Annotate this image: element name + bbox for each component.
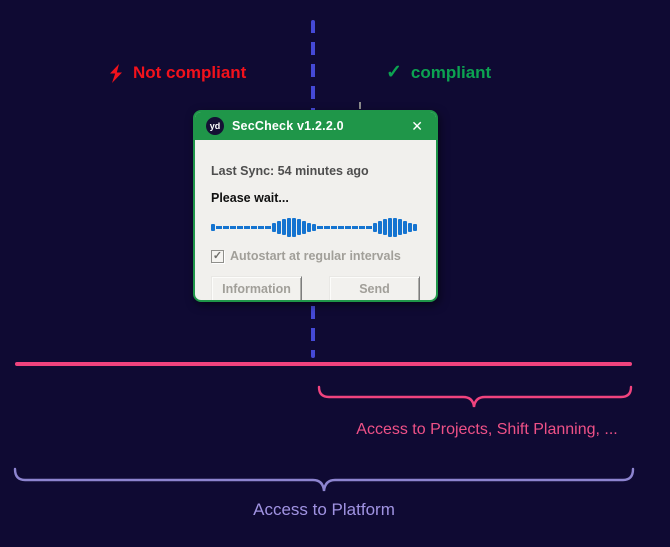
seccheck-window: yd SecCheck v1.2.2.0 ✕ Last Sync: 54 min… xyxy=(193,110,438,302)
checkmark-icon: ✓ xyxy=(386,61,402,83)
not-compliant-label-group: Not compliant xyxy=(108,63,246,83)
access-projects-line xyxy=(15,362,632,366)
window-title: SecCheck v1.2.2.0 xyxy=(232,119,344,133)
platform-brace xyxy=(13,466,635,495)
send-button[interactable]: Send xyxy=(329,276,420,300)
autostart-label: Autostart at regular intervals xyxy=(230,249,401,263)
platform-annotation: Access to Platform xyxy=(253,500,395,519)
window-titlebar: yd SecCheck v1.2.2.0 ✕ xyxy=(195,112,436,140)
please-wait-text: Please wait... xyxy=(211,191,289,205)
gray-dash-artifact xyxy=(359,102,361,109)
window-body: Last Sync: 54 minutes ago Please wait...… xyxy=(195,140,436,300)
autostart-row: ✓ Autostart at regular intervals xyxy=(211,249,420,263)
compliant-label-group: ✓ compliant xyxy=(386,63,491,83)
projects-annotation: Access to Projects, Shift Planning, ... xyxy=(356,421,618,438)
not-compliant-label: Not compliant xyxy=(133,63,247,82)
sync-progress-waveform xyxy=(211,217,420,237)
app-logo-icon: yd xyxy=(206,117,224,135)
autostart-checkbox[interactable]: ✓ xyxy=(211,249,224,263)
last-sync-text: Last Sync: 54 minutes ago xyxy=(211,164,369,178)
lightning-icon xyxy=(108,63,124,83)
projects-brace xyxy=(317,384,633,411)
button-row: Information Send xyxy=(211,276,420,300)
close-icon[interactable]: ✕ xyxy=(411,118,423,134)
compliant-label: compliant xyxy=(410,63,492,82)
information-button[interactable]: Information xyxy=(211,276,302,300)
